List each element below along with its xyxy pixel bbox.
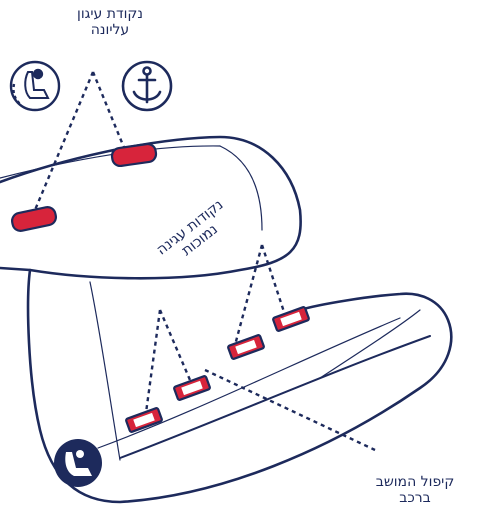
top-anchor-left	[11, 206, 58, 233]
top-anchor-label-line1: נקודת עיגון	[50, 6, 170, 22]
seat-bight-label-line1: קיפול המושב	[345, 474, 485, 490]
child-seat-icon	[54, 439, 102, 487]
top-anchor-label: נקודת עיגון עליונה	[50, 6, 170, 38]
top-anchor-label-line2: עליונה	[50, 22, 170, 38]
seat-bight-label: קיפול המושב ברכב	[345, 474, 485, 506]
child-seat-tether-icon	[11, 62, 59, 110]
seat-cushion-edge	[90, 282, 120, 460]
anchor-icon	[123, 62, 171, 110]
seat-bight-label-line2: ברכב	[345, 490, 485, 506]
top-anchor-right	[111, 143, 157, 167]
